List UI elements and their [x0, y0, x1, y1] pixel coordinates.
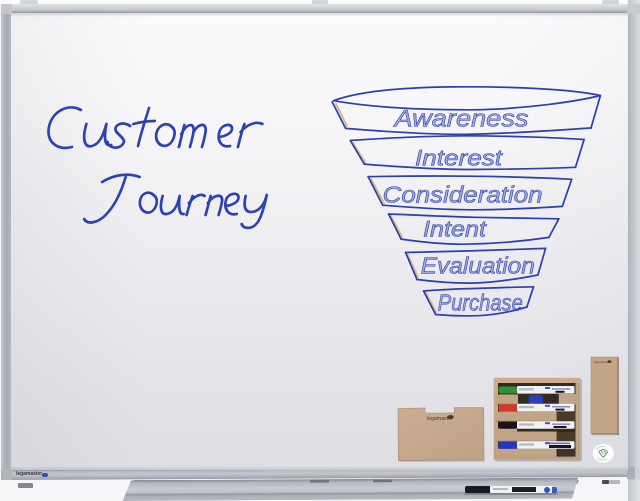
svg-text:legamaster: legamaster	[594, 360, 609, 364]
svg-text:Consideration: Consideration	[383, 182, 543, 208]
svg-text:Awareness: Awareness	[392, 106, 528, 133]
svg-text:Evaluation: Evaluation	[421, 253, 535, 279]
svg-text:Purchase: Purchase	[438, 290, 523, 316]
svg-text:Intent: Intent	[423, 217, 487, 242]
svg-text:Interest: Interest	[415, 146, 503, 171]
svg-text:legamaster: legamaster	[427, 416, 453, 422]
